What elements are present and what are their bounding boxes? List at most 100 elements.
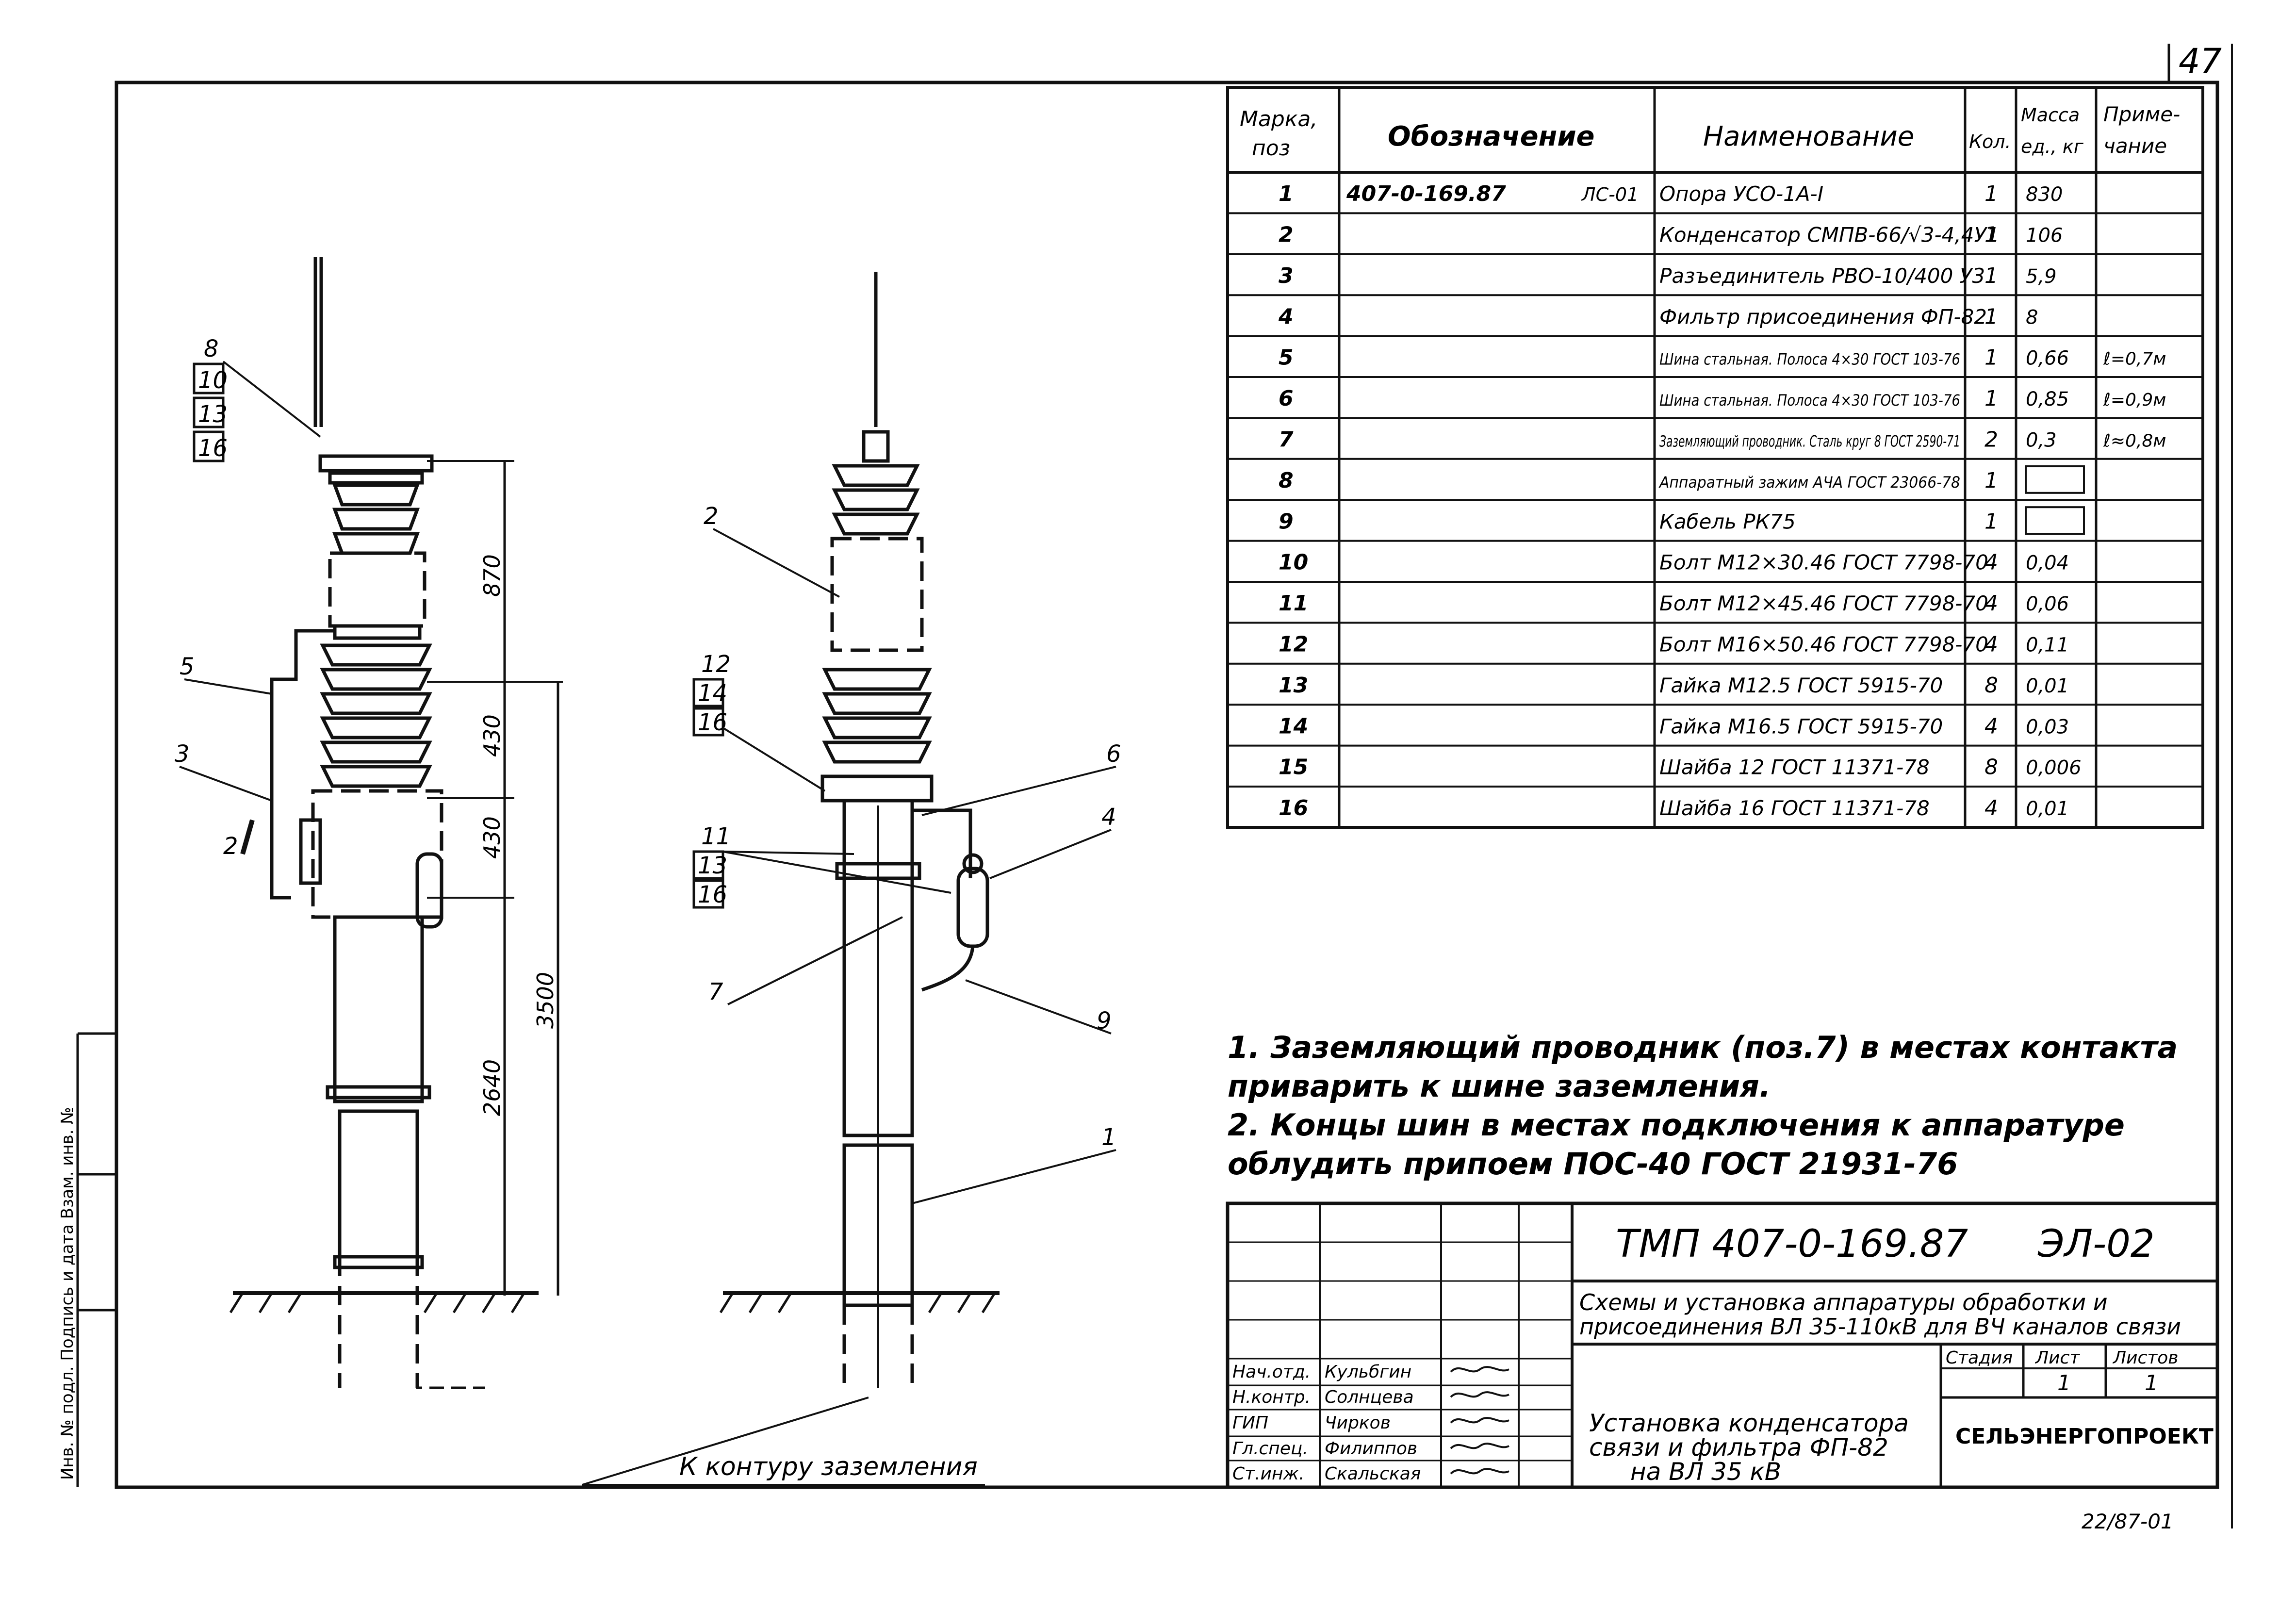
signature-scribble xyxy=(1450,1391,1509,1398)
leader-1 xyxy=(912,1149,1116,1204)
callout-16m: 16 xyxy=(698,709,727,736)
callout-2b: 2 xyxy=(223,833,238,860)
shed-2 xyxy=(332,508,420,531)
filter-box-left xyxy=(415,852,443,929)
table-headers: Марка, поз Обозначение Наименование Кол.… xyxy=(1240,102,2180,161)
leader-11 xyxy=(722,851,854,855)
sheet-label: Лист xyxy=(2034,1348,2080,1368)
hdr-mass-2: ед., кг xyxy=(2021,136,2084,157)
signer-role: Нач.отд. xyxy=(1232,1362,1311,1382)
cell-name: Разъединитель РВО-10/400 У3 xyxy=(1659,264,1985,288)
callout-2: 2 xyxy=(704,503,719,530)
leader-6 xyxy=(921,766,1116,816)
pole-band xyxy=(326,1085,431,1100)
callout-1: 1 xyxy=(1101,1124,1116,1151)
mid-shed-5 xyxy=(822,692,932,715)
pole-band-2 xyxy=(333,1255,424,1269)
cell-pos: 12 xyxy=(1279,632,1308,657)
cell-qty: 1 xyxy=(1984,509,1998,534)
cell-name: Гайка М16.5 ГОСТ 5915-70 xyxy=(1659,714,1943,738)
leader-5 xyxy=(184,678,272,695)
mid-shed-4 xyxy=(822,668,932,691)
cell-name: Фильтр присоединения ФП-82 xyxy=(1659,305,1987,329)
ground-hatch-left xyxy=(229,1292,525,1314)
pole-upper-section xyxy=(333,915,424,1103)
mid-shed-1 xyxy=(832,464,920,487)
cell-pos: 9 xyxy=(1279,509,1294,534)
signer-role: Н.контр. xyxy=(1232,1387,1311,1407)
dim-430-b: 430 xyxy=(479,816,505,859)
signature-row: Нач.отд.Кульбгин xyxy=(1232,1362,1509,1382)
empty-mass-box xyxy=(2025,465,2085,494)
capacitor-upper-body xyxy=(328,551,426,628)
cell-name: Болт М16×50.46 ГОСТ 7798-70 xyxy=(1659,632,1988,656)
cell-pos: 7 xyxy=(1279,427,1294,452)
shed-1 xyxy=(332,483,420,507)
mid-shed-7 xyxy=(822,740,932,764)
cell-pos: 8 xyxy=(1279,468,1294,493)
note-2b: облудить припоем ПОС-40 ГОСТ 21931-76 xyxy=(1228,1146,1958,1182)
cell-qty: 4 xyxy=(1984,714,1998,739)
callout-12: 12 xyxy=(701,651,731,678)
signature-scribble xyxy=(1450,1443,1509,1449)
cell-name: Шайба 12 ГОСТ 11371-78 xyxy=(1659,756,1930,779)
dim-870: 870 xyxy=(479,554,505,597)
mid-shed-2 xyxy=(832,488,920,511)
note-1b: приварить к шине заземления. xyxy=(1228,1068,1771,1104)
callout-group-mid: 2 12 14 16 11 13 16 7 6 4 9 1 xyxy=(692,503,1121,1204)
cell-qty: 1 xyxy=(1984,263,1998,288)
callout-7: 7 xyxy=(708,978,723,1005)
cell-pos: 6 xyxy=(1279,386,1294,411)
dim-2640: 2640 xyxy=(479,1059,505,1116)
cell-mass: 106 xyxy=(2026,224,2063,246)
cell-name: Болт М12×45.46 ГОСТ 7798-70 xyxy=(1659,591,1988,615)
cell-name: Шайба 16 ГОСТ 11371-78 xyxy=(1659,796,1930,820)
sheet-code: ЭЛ-02 xyxy=(2037,1222,2155,1266)
cell-pos: 14 xyxy=(1279,714,1308,739)
signature-row: Н.контр. Солнцева xyxy=(1232,1387,1509,1407)
callout-3: 3 xyxy=(175,740,190,768)
signature-row: Ст.инж.Скальская xyxy=(1232,1464,1509,1484)
leader-9 xyxy=(965,979,1112,1035)
ground-leader-1 xyxy=(582,1396,869,1486)
callout-16b: 16 xyxy=(698,881,727,908)
project-line-2: присоединения ВЛ 35-110кВ для ВЧ каналов… xyxy=(1579,1314,2181,1340)
signer-name: Солнцева xyxy=(1325,1387,1414,1407)
signature-scribble xyxy=(1450,1468,1509,1475)
cell-qty: 2 xyxy=(1984,427,1998,452)
sheet-number: 1 xyxy=(2057,1371,2071,1396)
cell-pos: 11 xyxy=(1279,591,1308,616)
drawing-title-3: на ВЛ 35 кВ xyxy=(1630,1458,1781,1486)
leader-2 xyxy=(713,528,840,598)
shed-4 xyxy=(320,643,432,667)
cell-name: Шина стальная. Полоса 4×30 ГОСТ 103-76 xyxy=(1659,350,1960,369)
shed-9 xyxy=(320,765,432,788)
cell-qty: 4 xyxy=(1984,591,1998,616)
dimension-labels: 870 430 430 3500 2640 xyxy=(479,554,558,1116)
cell-pos: 1 xyxy=(1279,181,1294,206)
shed-8 xyxy=(320,740,432,764)
title-block-text: ТМП 407-0-169.87 ЭЛ-02 Схемы и установка… xyxy=(1579,1222,2214,1486)
leader-8 xyxy=(222,361,321,438)
bottom-code: 22/87-01 xyxy=(2082,1510,2174,1533)
cell-qty: 8 xyxy=(1984,755,1998,780)
hdr-pos-1: Марка, xyxy=(1240,107,1317,131)
callout-5: 5 xyxy=(180,653,195,680)
cell-code: 407-0-169.87 xyxy=(1346,181,1506,206)
shed-3 xyxy=(332,532,420,555)
ground-contour-label: К контуру заземления xyxy=(679,1452,978,1481)
callout-box-16 xyxy=(193,430,225,462)
note-1a: 1. Заземляющий проводник (поз.7) в места… xyxy=(1228,1030,2178,1065)
cell-name: Аппаратный зажим АЧА ГОСТ 23066-78 xyxy=(1658,473,1960,492)
cell-sub: ЛС-01 xyxy=(1581,184,1639,205)
